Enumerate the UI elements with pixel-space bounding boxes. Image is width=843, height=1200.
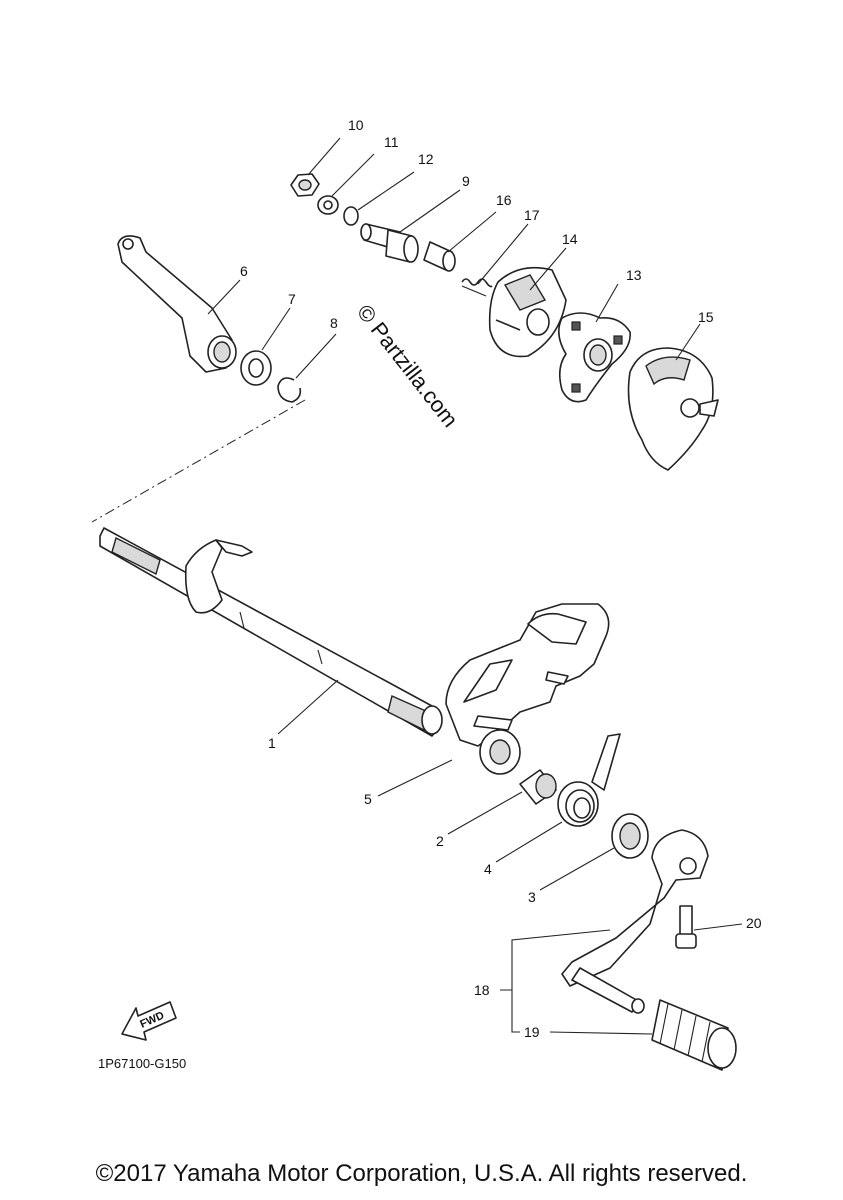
label-part-20: 20 (746, 915, 762, 931)
part-18-shift-pedal (561, 829, 709, 1014)
assembly-guide-line (91, 399, 306, 523)
label-part-17: 17 (524, 207, 540, 223)
label-part-6: 6 (240, 263, 248, 279)
part-17-spring (461, 278, 493, 297)
part-20-bolt (675, 905, 697, 949)
part-10-nut (290, 173, 320, 197)
label-part-9: 9 (462, 173, 470, 189)
part-11-washer (317, 195, 339, 215)
label-part-12: 12 (418, 151, 434, 167)
part-19-pedal-rubber (651, 999, 737, 1071)
label-part-1: 1 (268, 735, 276, 751)
part-9-bolt (360, 223, 419, 263)
part-16-collar (423, 241, 456, 272)
part-3-oil-seal (611, 813, 649, 859)
part-2-needle-bearing (519, 769, 557, 805)
label-part-14: 14 (562, 231, 578, 247)
diagram-code: 1P67100-G150 (98, 1056, 186, 1071)
label-part-4: 4 (484, 861, 492, 877)
label-part-8: 8 (330, 315, 338, 331)
part-13-segment-plate (558, 312, 631, 403)
label-part-3: 3 (528, 889, 536, 905)
part-4-return-spring (557, 733, 621, 827)
partzilla-watermark: © Partzilla.com (352, 300, 463, 432)
fwd-arrow-icon: FWD (121, 1001, 177, 1041)
label-part-5: 5 (364, 791, 372, 807)
label-part-18: 18 (474, 982, 490, 998)
part-15-shift-segment (627, 347, 719, 471)
label-part-13: 13 (626, 267, 642, 283)
part-14-stopper (488, 266, 567, 358)
label-part-2: 2 (436, 833, 444, 849)
part-6-shift-arm (117, 235, 237, 373)
part-7-washer (240, 350, 272, 386)
label-part-10: 10 (348, 117, 364, 133)
part-12-o-ring (343, 206, 359, 226)
part-8-circlip (277, 377, 302, 403)
label-part-15: 15 (698, 309, 714, 325)
part-5-shift-lever (445, 603, 610, 775)
label-part-16: 16 (496, 192, 512, 208)
part-1-shift-shaft (99, 527, 443, 737)
label-part-19: 19 (524, 1024, 540, 1040)
copyright-notice: ©2017 Yamaha Motor Corporation, U.S.A. A… (95, 1160, 748, 1187)
label-part-7: 7 (288, 291, 296, 307)
label-part-11: 11 (384, 134, 399, 150)
